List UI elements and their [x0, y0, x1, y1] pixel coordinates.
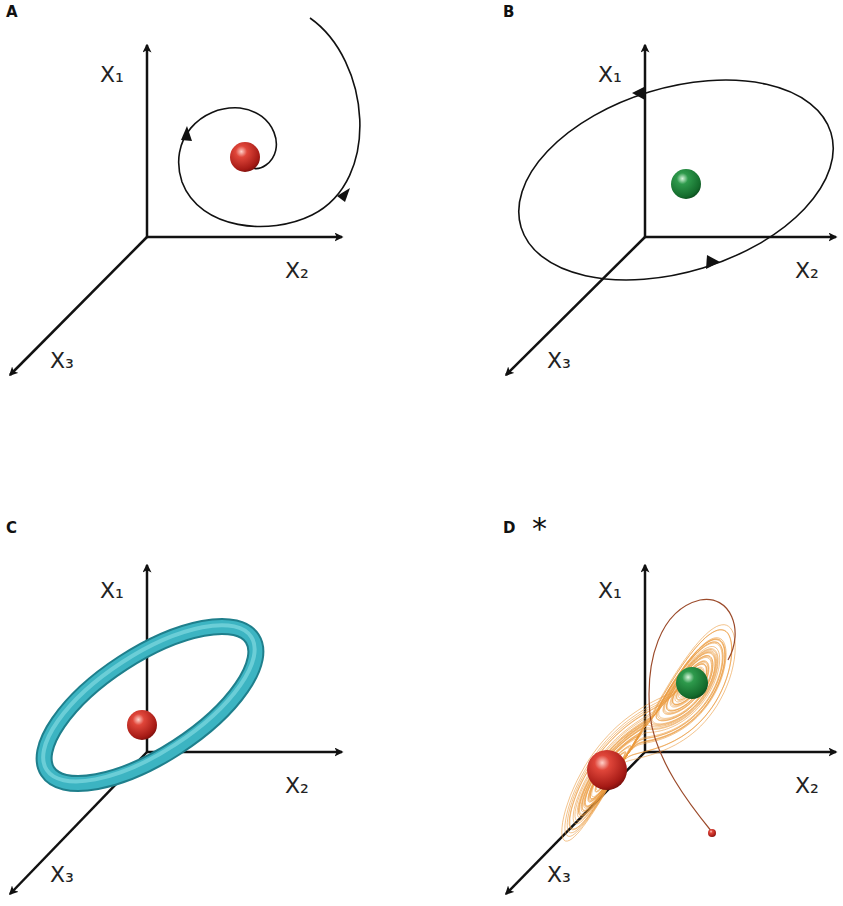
highlight-mark: * — [532, 512, 547, 547]
axis-label: X₃ — [547, 862, 571, 887]
direction-arrow — [337, 188, 350, 202]
direction-arrow — [181, 126, 192, 141]
initial-state — [708, 829, 716, 837]
fixed-point — [127, 710, 157, 740]
axis-label: X₂ — [795, 258, 819, 283]
axes — [10, 45, 342, 375]
axes — [506, 45, 836, 375]
fixed-point — [230, 142, 260, 172]
axis-label: X₁ — [598, 578, 622, 603]
direction-arrow — [632, 86, 646, 100]
fixed-point — [587, 750, 627, 790]
axis-label: X₃ — [50, 862, 74, 887]
axis-label: X₂ — [285, 258, 309, 283]
panel-letter: D — [503, 520, 515, 537]
strange-attractor — [562, 625, 735, 841]
axis-label: X₁ — [598, 62, 622, 87]
axis-label: X₁ — [100, 62, 124, 87]
axes — [10, 565, 342, 894]
direction-arrow — [706, 255, 720, 269]
panel-letter: C — [6, 520, 17, 537]
axis-label: X₂ — [795, 773, 819, 798]
spiral-trajectory — [179, 18, 360, 226]
axis-label: X₃ — [547, 348, 571, 373]
axis-label: X₃ — [50, 348, 74, 373]
panel-letter: A — [6, 4, 18, 21]
trajectory — [649, 599, 735, 832]
unstable-point — [676, 667, 708, 699]
torus — [20, 596, 280, 814]
axis-label: X₂ — [285, 773, 309, 798]
limit-cycle — [494, 45, 843, 316]
axes — [506, 565, 836, 894]
panel-letter: B — [503, 4, 514, 21]
axis-label: X₁ — [100, 578, 124, 603]
unstable-point — [671, 169, 701, 199]
